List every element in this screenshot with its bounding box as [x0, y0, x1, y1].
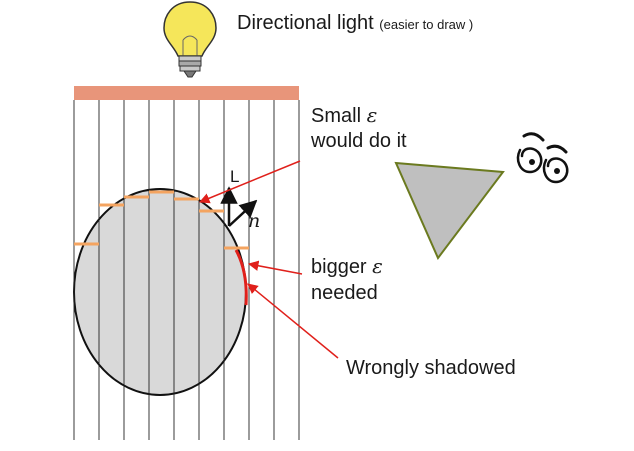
light-note: (easier to draw )	[379, 17, 474, 32]
light-plane-bar	[74, 86, 299, 100]
wrongly-shadowed-label: Wrongly shadowed	[346, 357, 516, 379]
annotation-arrows	[199, 160, 339, 359]
light-title: Directional light (easier to draw )	[237, 10, 473, 38]
epsilon-symbol: ε	[366, 103, 378, 127]
eye-icon	[516, 132, 569, 184]
bigger-epsilon-label: bigger ε	[311, 253, 383, 280]
bigger-epsilon-label-line2: needed	[311, 282, 378, 304]
light-vector-label: L	[230, 167, 240, 186]
light-title-text: Directional light	[237, 12, 374, 34]
sphere-occluder	[73, 188, 247, 396]
small-epsilon-label-line2: would do it	[311, 130, 407, 152]
light-rays	[73, 100, 300, 440]
normal-vector-n	[228, 199, 258, 227]
light-bulb-icon	[163, 1, 217, 78]
wrongly-shadowed-arc	[234, 249, 248, 306]
epsilon-symbol: ε	[372, 254, 383, 278]
bigger-epsilon-word: bigger	[311, 256, 367, 278]
normal-vector-label: n	[248, 210, 261, 232]
depth-samples	[74, 190, 249, 250]
small-epsilon-label: Small ε	[311, 102, 377, 129]
small-epsilon-word: Small	[311, 105, 362, 127]
triangle-occluder	[394, 161, 505, 260]
